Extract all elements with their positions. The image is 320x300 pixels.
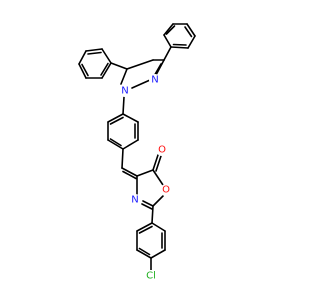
bond (165, 25, 176, 35)
bond (122, 113, 139, 123)
bond (184, 26, 193, 38)
bond (170, 46, 189, 49)
bond (78, 63, 87, 79)
bond (121, 167, 138, 177)
atom-label-layer: N N N O O Cl (119, 74, 172, 282)
bond (78, 50, 87, 65)
bond (101, 62, 112, 79)
atom-label-o2: O (162, 185, 170, 196)
bond (155, 59, 165, 76)
atom-label-n2: N (121, 86, 128, 97)
bond-layer (78, 23, 196, 272)
bond (122, 139, 139, 150)
bond (136, 169, 154, 177)
bond (138, 247, 151, 256)
bond (101, 48, 112, 64)
bond (155, 155, 162, 172)
atom-n3: N (129, 194, 141, 206)
bond (100, 62, 109, 76)
bond (122, 170, 137, 180)
bond (152, 154, 159, 171)
bond (152, 195, 164, 207)
bond (151, 222, 166, 232)
bond (136, 222, 153, 232)
bond (163, 34, 172, 48)
bond (172, 43, 187, 46)
atom-label-n3: N (131, 195, 138, 206)
atom-o2: O (160, 184, 172, 196)
atom-cl: Cl (141, 270, 161, 282)
bond (141, 203, 153, 210)
molecule-svg: N N N O O Cl (78, 23, 196, 282)
bond (110, 62, 128, 70)
bond (87, 51, 102, 55)
bond (151, 205, 154, 224)
bond (126, 59, 154, 70)
bond (85, 48, 103, 52)
bond (142, 200, 154, 207)
bond (138, 225, 153, 234)
bond (107, 113, 124, 123)
bond (163, 23, 174, 36)
bond (152, 169, 164, 186)
atom-label-o1: O (158, 145, 166, 156)
bond (131, 79, 151, 89)
atom-n2: N (119, 85, 131, 97)
bond (121, 148, 124, 169)
bond (187, 35, 196, 49)
atom-label-n1: N (151, 75, 158, 86)
bond (81, 63, 89, 77)
bond (136, 249, 152, 259)
atom-n1: N (149, 74, 161, 86)
bond (122, 96, 125, 115)
atom-o1: O (156, 144, 168, 156)
bond (109, 116, 124, 125)
bond (186, 23, 196, 37)
bond (107, 139, 124, 150)
bond (150, 249, 166, 259)
bond (120, 68, 128, 85)
structure-diagram: N N N O O Cl (78, 23, 196, 282)
bond (163, 46, 172, 61)
atom-label-cl: Cl (146, 271, 156, 282)
bond (109, 138, 122, 147)
